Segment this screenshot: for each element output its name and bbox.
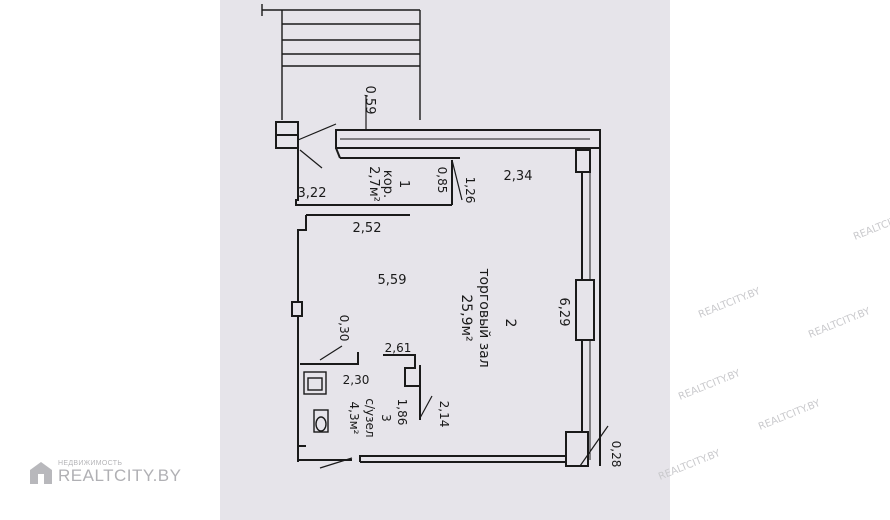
watermark-repeat: REALTCITY.BY: [677, 368, 743, 403]
dimension-label: 1,86: [395, 399, 409, 426]
dimension-label: 0,85: [435, 167, 449, 194]
room-number: 1: [396, 180, 411, 188]
watermark-repeat: REALTCITY.BY: [852, 208, 890, 243]
dimension-label: 2,61: [385, 341, 412, 355]
watermark-brand: НЕДВИЖИМОСТЬ REALTCITY.BY: [30, 460, 181, 484]
room-name: с/узел: [363, 398, 377, 437]
watermark-brand-text: REALTCITY.BY: [58, 466, 182, 485]
dimension-label: 2,14: [437, 401, 451, 428]
toilet-icon: [313, 409, 329, 433]
dimension-label: 0,59: [362, 86, 377, 115]
room-name: кор.: [380, 170, 395, 198]
dimension-label: 2,30: [343, 373, 370, 387]
room-number: 2: [502, 319, 518, 328]
door-swings: [297, 95, 609, 469]
sink-icon: [303, 371, 327, 395]
walls: [275, 121, 601, 467]
dimension-label: 1,26: [463, 177, 477, 204]
dimension-label: 2,52: [353, 221, 382, 236]
watermark-repeats: REALTCITY.BY REALTCITY.BY REALTCITY.BY R…: [657, 208, 890, 483]
room-area: 25,9м²: [458, 294, 474, 341]
watermark-repeat: REALTCITY.BY: [697, 286, 763, 321]
house-logo-icon: [30, 462, 52, 484]
room-area: 4,3м²: [347, 402, 361, 435]
dimension-label: 5,59: [378, 273, 407, 288]
room-name: торговый зал: [476, 268, 492, 367]
dimension-label: 3,22: [298, 186, 327, 201]
dimension-label: 6,29: [556, 298, 571, 327]
staircase: [261, 4, 421, 120]
dimension-label: 0,30: [337, 315, 351, 342]
room-area: 2,7м²: [366, 166, 381, 202]
watermark-repeat: REALTCITY.BY: [757, 398, 823, 433]
floorplan-sheet: [220, 0, 670, 520]
watermark-repeat: REALTCITY.BY: [657, 448, 723, 483]
room-bathroom-label: 3 с/узел 4,3м²: [347, 398, 393, 437]
bathroom-fixtures: [303, 371, 329, 433]
room-number: 3: [379, 414, 393, 422]
watermark-repeat: REALTCITY.BY: [807, 306, 873, 341]
dimension-label: 2,34: [504, 169, 533, 184]
watermark-small-text: НЕДВИЖИМОСТЬ: [58, 460, 123, 467]
room-sales-hall-label: 2 торговый зал 25,9м²: [458, 268, 518, 367]
room-corridor-label: 1 кор. 2,7м²: [366, 166, 411, 202]
dimension-label: 0,28: [609, 441, 623, 468]
dimension-labels: 0,59 3,22 0,85 1,26 2,34 2,52 5,59 6,29 …: [298, 86, 623, 468]
